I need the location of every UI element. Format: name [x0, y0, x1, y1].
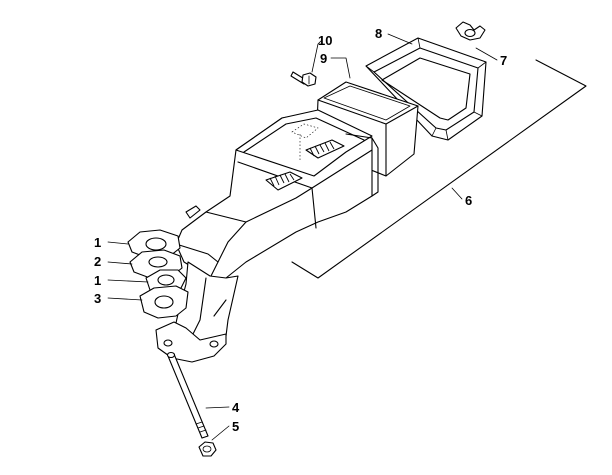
callout-labels: 1 2 1 3 4 5 6 7 8 9 10: [94, 26, 507, 434]
assembly-bracket-6: [291, 59, 587, 279]
label-part-3: 3: [94, 291, 101, 306]
label-part-9: 9: [320, 51, 327, 66]
nut: [198, 441, 217, 457]
label-part-8: 8: [375, 26, 382, 41]
intake-neck: [155, 261, 239, 363]
label-part-2: 2: [94, 254, 101, 269]
label-part-6: 6: [465, 193, 472, 208]
wing-nut: [455, 21, 486, 41]
label-part-7: 7: [500, 53, 507, 68]
silencer-box: [175, 109, 379, 279]
cap-screw: [290, 71, 317, 87]
long-stud: [166, 351, 209, 439]
label-part-1-upper: 1: [94, 235, 101, 250]
leader-lines: [107, 33, 498, 441]
label-part-10: 10: [318, 33, 332, 48]
label-part-5: 5: [232, 419, 239, 434]
label-part-4: 4: [232, 400, 240, 415]
vent-grille-left: [265, 171, 303, 191]
vent-grille-right: [305, 139, 345, 159]
label-part-1-lower: 1: [94, 273, 101, 288]
filter-frame: [365, 37, 487, 141]
gasket-stack: [127, 229, 189, 319]
